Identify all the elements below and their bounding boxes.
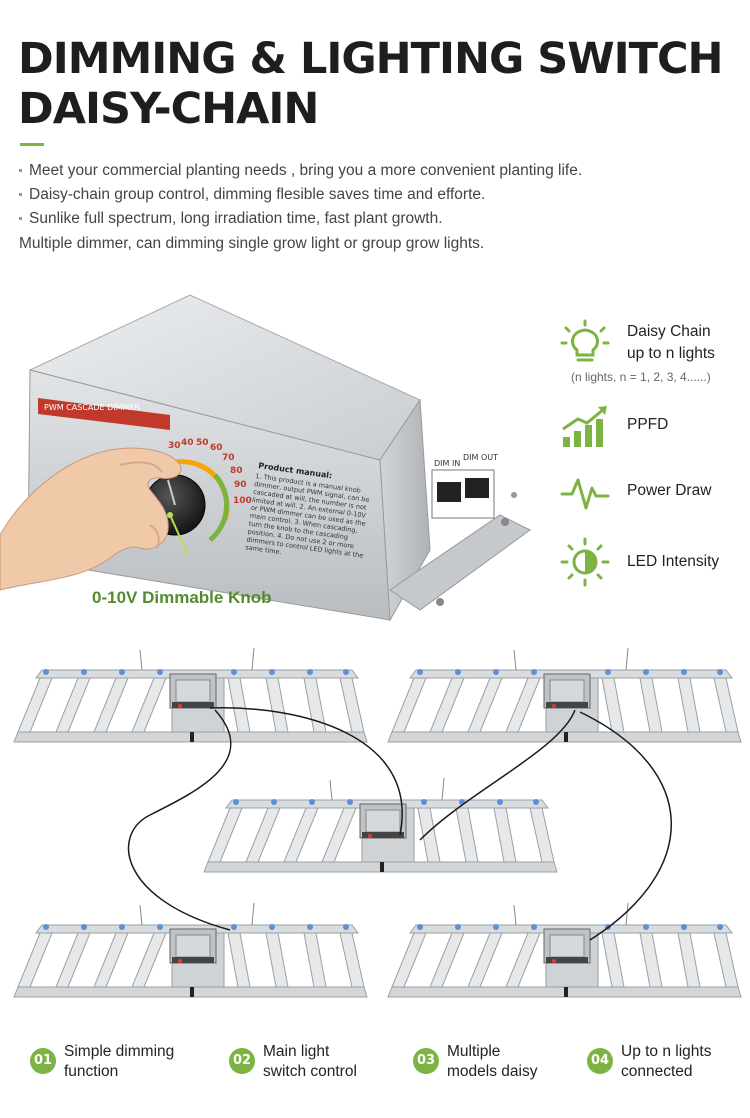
- brand-label: PWM CASCADE DIMMER: [44, 403, 141, 412]
- dial-mark: 60: [210, 443, 223, 453]
- feature-label: LED Intensity: [627, 553, 720, 570]
- feature-label: up to n lights: [627, 345, 715, 362]
- feature-label: Daisy Chain: [627, 323, 711, 340]
- manual-text: 1. This product is a manual knob dimmer,…: [244, 472, 370, 560]
- step-number-badge: 04: [587, 1048, 613, 1074]
- title-line-2: DAISY-CHAIN: [18, 84, 319, 134]
- dial-mark: 100: [233, 496, 252, 506]
- pulse-icon: [560, 478, 610, 510]
- title-line-1: DIMMING & LIGHTING SWITCH: [18, 34, 724, 84]
- accent-divider: [20, 143, 44, 146]
- grow-light-fixture: [203, 777, 558, 873]
- summary-text: Multiple dimmer, can dimming single grow…: [19, 235, 485, 252]
- bullet-dot-icon: [19, 217, 22, 221]
- knob-label: 0-10V Dimmable Knob: [92, 588, 272, 607]
- step-number-badge: 03: [413, 1048, 439, 1074]
- bullet-item: Daisy-chain group control, dimming flesi…: [19, 185, 739, 209]
- feature-label: PPFD: [627, 416, 669, 433]
- feature-bullets: Meet your commercial planting needs , br…: [19, 161, 739, 253]
- grow-light-fixture: [13, 902, 368, 998]
- dimmer-box-illustration: DIM IN DIM OUT PWM CASCADE DIMMER 30 40 …: [0, 290, 540, 630]
- grow-light-fixture: [13, 647, 368, 743]
- grow-lights-diagram: [0, 640, 750, 1020]
- dimmer-box-drawing: DIM IN DIM OUT PWM CASCADE DIMMER 30 40 …: [0, 294, 531, 622]
- dial-mark: 40: [181, 438, 194, 448]
- bullet-item: Meet your commercial planting needs , br…: [19, 161, 739, 185]
- grow-light-fixture: [387, 902, 742, 998]
- page-title: DIMMING & LIGHTING SWITCH DAISY-CHAIN: [18, 34, 738, 134]
- daisy-chain-drawing: [13, 647, 742, 998]
- bullet-item: Sunlike full spectrum, long irradiation …: [19, 209, 739, 233]
- contrast-sun-icon: [560, 537, 610, 587]
- feature-note: (n lights, n = 1, 2, 3, 4......): [571, 370, 711, 384]
- step-number-badge: 02: [229, 1048, 255, 1074]
- feature-label: Power Draw: [627, 482, 712, 499]
- bullet-dot-icon: [19, 193, 22, 197]
- dial-mark: 30: [168, 441, 181, 451]
- chart-bars-icon: [562, 406, 607, 447]
- bulb-icon: [560, 319, 610, 362]
- port-in-label: DIM IN: [434, 459, 460, 468]
- step-number-badge: 01: [30, 1048, 56, 1074]
- bullet-dot-icon: [19, 169, 22, 173]
- dial-mark: 90: [234, 480, 247, 490]
- dial-mark: 80: [230, 466, 243, 476]
- dial-mark: 50: [196, 438, 209, 448]
- port-out-label: DIM OUT: [463, 453, 498, 462]
- dial-mark: 70: [222, 453, 235, 463]
